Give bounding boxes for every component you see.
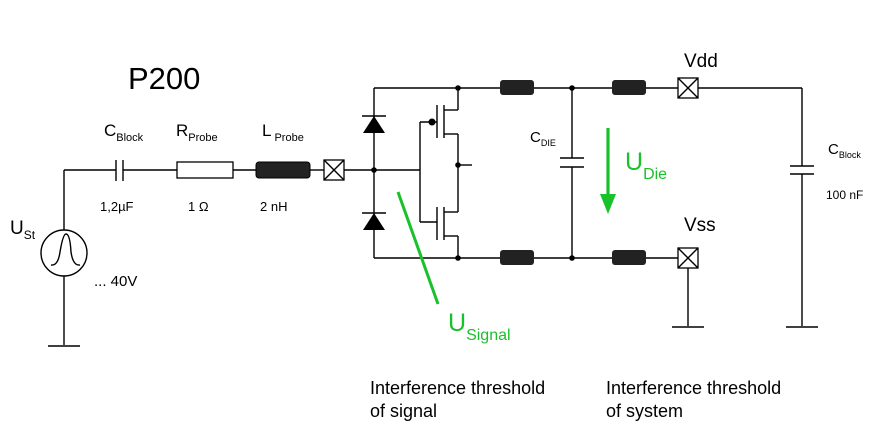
die-capacitor	[560, 85, 584, 261]
input-capacitor	[115, 160, 177, 181]
threshold-system-line2: of system	[606, 401, 684, 421]
diagram-title: P200	[128, 61, 200, 96]
c-die-label: CDIE	[530, 129, 556, 148]
vss-rail-inductor-2	[612, 250, 646, 265]
vss-rail-inductor-1	[500, 250, 534, 265]
u-signal-pointer	[396, 191, 440, 305]
u-die-arrow	[600, 128, 616, 214]
source-voltage: ... 40V	[94, 273, 137, 290]
vdd-rail-inductor-1	[500, 80, 534, 95]
input-terminal	[323, 159, 345, 181]
output-capacitor	[786, 88, 818, 328]
threshold-system-line1: Interference threshold	[606, 378, 782, 398]
vss-label: Vss	[684, 215, 716, 236]
c-block-out-value: 100 nF	[826, 188, 863, 202]
threshold-signal-text: Interference threshold of signal	[370, 377, 545, 423]
r-probe-value: 1 Ω	[188, 199, 209, 214]
threshold-signal-line1: Interference threshold	[370, 378, 546, 398]
c-block-in-value: 1,2µF	[100, 199, 134, 214]
cmos-inverter	[419, 85, 472, 261]
r-probe-label: RProbe	[176, 121, 218, 144]
u-die-label: UDie	[625, 148, 667, 183]
probe-inductor	[255, 161, 311, 179]
c-block-in-label: CBlock	[104, 121, 144, 144]
probe-resistor	[176, 161, 234, 179]
protection-diodes	[362, 88, 386, 258]
signal-source	[40, 169, 116, 347]
vdd-label: Vdd	[684, 51, 718, 72]
l-probe-value: 2 nH	[260, 199, 287, 214]
threshold-system-text: Interference threshold of system	[606, 377, 781, 423]
vdd-terminal	[677, 77, 699, 99]
vdd-rail-inductor-2	[612, 80, 646, 95]
u-signal-label: USignal	[448, 309, 511, 344]
c-block-out-label: CBlock	[828, 141, 861, 160]
vss-terminal	[672, 247, 704, 328]
source-label: USt	[10, 218, 36, 242]
threshold-signal-line2: of signal	[370, 401, 438, 421]
